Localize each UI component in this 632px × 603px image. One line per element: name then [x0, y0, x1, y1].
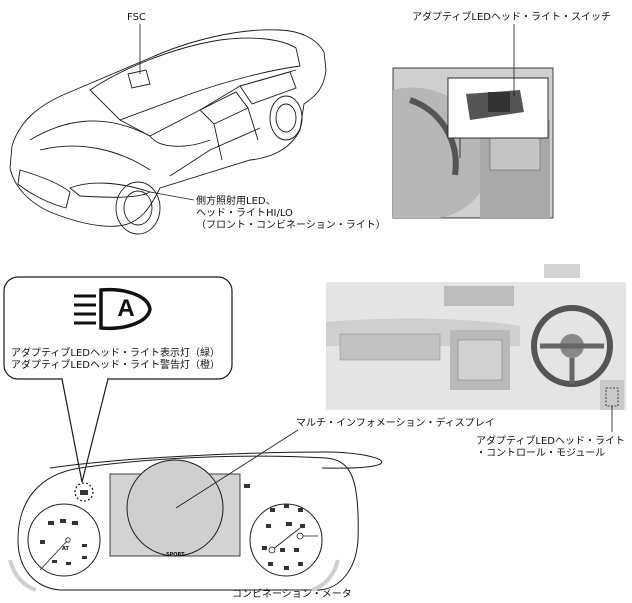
- callout-tail: [61, 378, 109, 483]
- module-line-2: ・コントロール・モジュール: [476, 448, 606, 459]
- side-led-line-3: （フロント・コンビネーション・ライト）: [196, 220, 386, 231]
- side-led-line-2: ヘッド・ライトHI/LO: [196, 208, 293, 219]
- combination-meter-label: コンビネーション・メータ: [232, 589, 352, 600]
- at-label: AT: [62, 546, 69, 552]
- sport-label: SPORT: [166, 552, 185, 558]
- side-led-leader: [149, 191, 195, 201]
- side-led-label: 側方照射用LED、 ヘッド・ライトHI/LO （フロント・コンビネーション・ライ…: [196, 196, 386, 232]
- module-line-1: アダプティブLEDヘッド・ライト: [476, 436, 625, 447]
- callout-box: [3, 276, 233, 380]
- indicator-label: アダプティブLEDヘッド・ライト表示灯（緑） アダプティブLEDヘッド・ライト警…: [11, 348, 220, 372]
- module-label: アダプティブLEDヘッド・ライト ・コントロール・モジュール: [476, 436, 625, 460]
- combination-meter: [8, 451, 383, 592]
- dashboard-photo: [326, 264, 628, 412]
- icon-letter: A: [117, 295, 135, 322]
- fsc-label: FSC: [127, 12, 146, 23]
- multi-display-label: マルチ・インフォメーション・ディスプレイ: [296, 418, 495, 429]
- meter-leaders: [39, 429, 318, 571]
- indicator-line-2: アダプティブLEDヘッド・ライト警告灯（橙）: [11, 360, 220, 371]
- switch-label: アダプティブLEDヘッド・ライト・スイッチ: [412, 12, 611, 23]
- meter-icons: [40, 484, 305, 570]
- indicator-line-1: アダプティブLEDヘッド・ライト表示灯（緑）: [11, 348, 220, 359]
- side-led-line-1: 側方照射用LED、: [196, 196, 276, 207]
- switch-photo: [392, 67, 554, 219]
- car-illustration: [9, 29, 327, 235]
- adaptive-led-icon: [74, 287, 152, 331]
